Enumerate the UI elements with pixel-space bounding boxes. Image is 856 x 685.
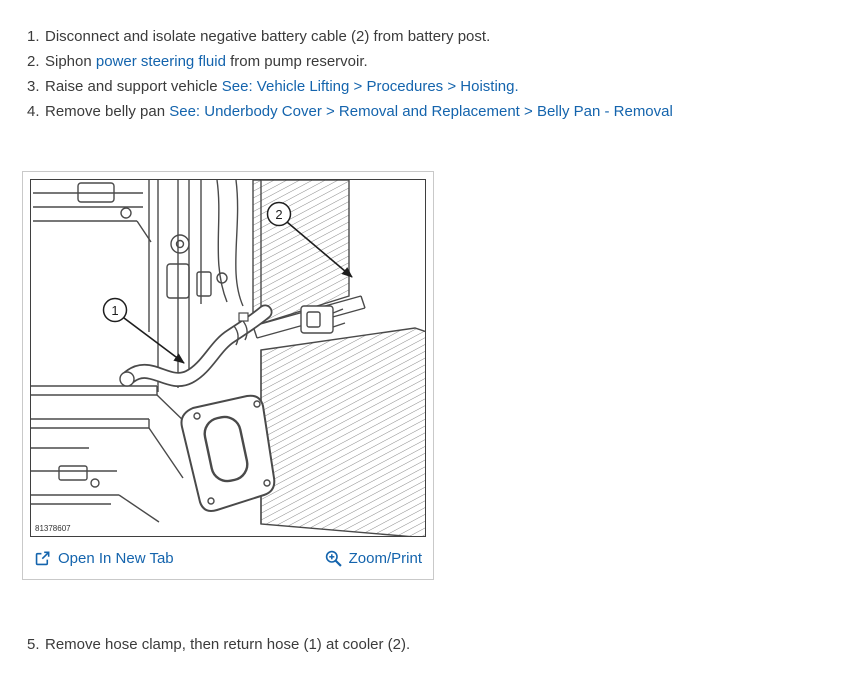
mounting-plate [180, 394, 276, 512]
figure-action-bar: Open In New Tab Zoom/Print [23, 537, 433, 579]
step-5: 5. Remove hose clamp, then return hose (1… [27, 632, 856, 657]
callout-2-leader [286, 221, 353, 278]
vehicle-lifting-hoisting-link[interactable]: See: Vehicle Lifting > Procedures > Hois… [221, 78, 519, 95]
engine-bay-line-drawing: 1 2 81378607 [31, 180, 425, 536]
step-3-number: 3. [27, 78, 40, 95]
open-in-new-tab-icon [35, 551, 50, 565]
step-2-number: 2. [27, 53, 40, 70]
step-2: 2. Siphon power steering fluid from pump … [27, 49, 836, 74]
hose-clamp [233, 320, 248, 346]
step-4: 4. Remove belly pan See: Underbody Cover … [27, 99, 836, 124]
step-1: 1. Disconnect and isolate negative batter… [27, 24, 836, 49]
callout-1-leader [123, 317, 185, 364]
step-1-number: 1. [27, 28, 40, 45]
condenser-core [252, 180, 350, 327]
step-5-text: Remove hose clamp, then return hose (1) … [45, 636, 411, 653]
return-hose [119, 304, 273, 387]
step-4-number: 4. [27, 103, 40, 120]
zoom-print-link[interactable]: Zoom/Print [325, 550, 422, 567]
step-5-number: 5. [27, 636, 40, 653]
step-3-text-pre: Raise and support vehicle [45, 78, 222, 95]
figure-number: 81378607 [35, 524, 71, 533]
open-in-new-tab-link[interactable]: Open In New Tab [34, 550, 174, 567]
step-2-text-post: from pump reservoir. [225, 53, 368, 70]
step-2-text-pre: Siphon [45, 53, 96, 70]
power-steering-fluid-link[interactable]: power steering fluid [95, 53, 226, 70]
step-4-text-pre: Remove belly pan [45, 103, 170, 120]
zoom-print-label: Zoom/Print [348, 549, 422, 567]
callout-2-circle [266, 201, 292, 227]
procedure-steps: 1. Disconnect and isolate negative batter… [0, 0, 856, 124]
open-in-new-tab-label: Open In New Tab [58, 549, 174, 567]
radiator-core [260, 327, 425, 536]
callout-1-circle [102, 297, 128, 323]
callout-2-label: 2 [275, 207, 282, 222]
technical-diagram: 1 2 81378607 [30, 179, 426, 537]
step-1-text: Disconnect and isolate negative battery … [45, 28, 491, 45]
step-3: 3. Raise and support vehicle See: Vehicle… [27, 74, 836, 99]
figure-panel: 1 2 81378607 Open In New Tab Zoom/Print [22, 171, 434, 580]
callouts: 1 2 [102, 201, 353, 364]
structure-lines [31, 180, 425, 536]
magnifier-plus-icon [325, 550, 342, 567]
belly-pan-removal-link[interactable]: See: Underbody Cover > Removal and Repla… [169, 103, 673, 120]
callout-1-label: 1 [111, 303, 118, 318]
